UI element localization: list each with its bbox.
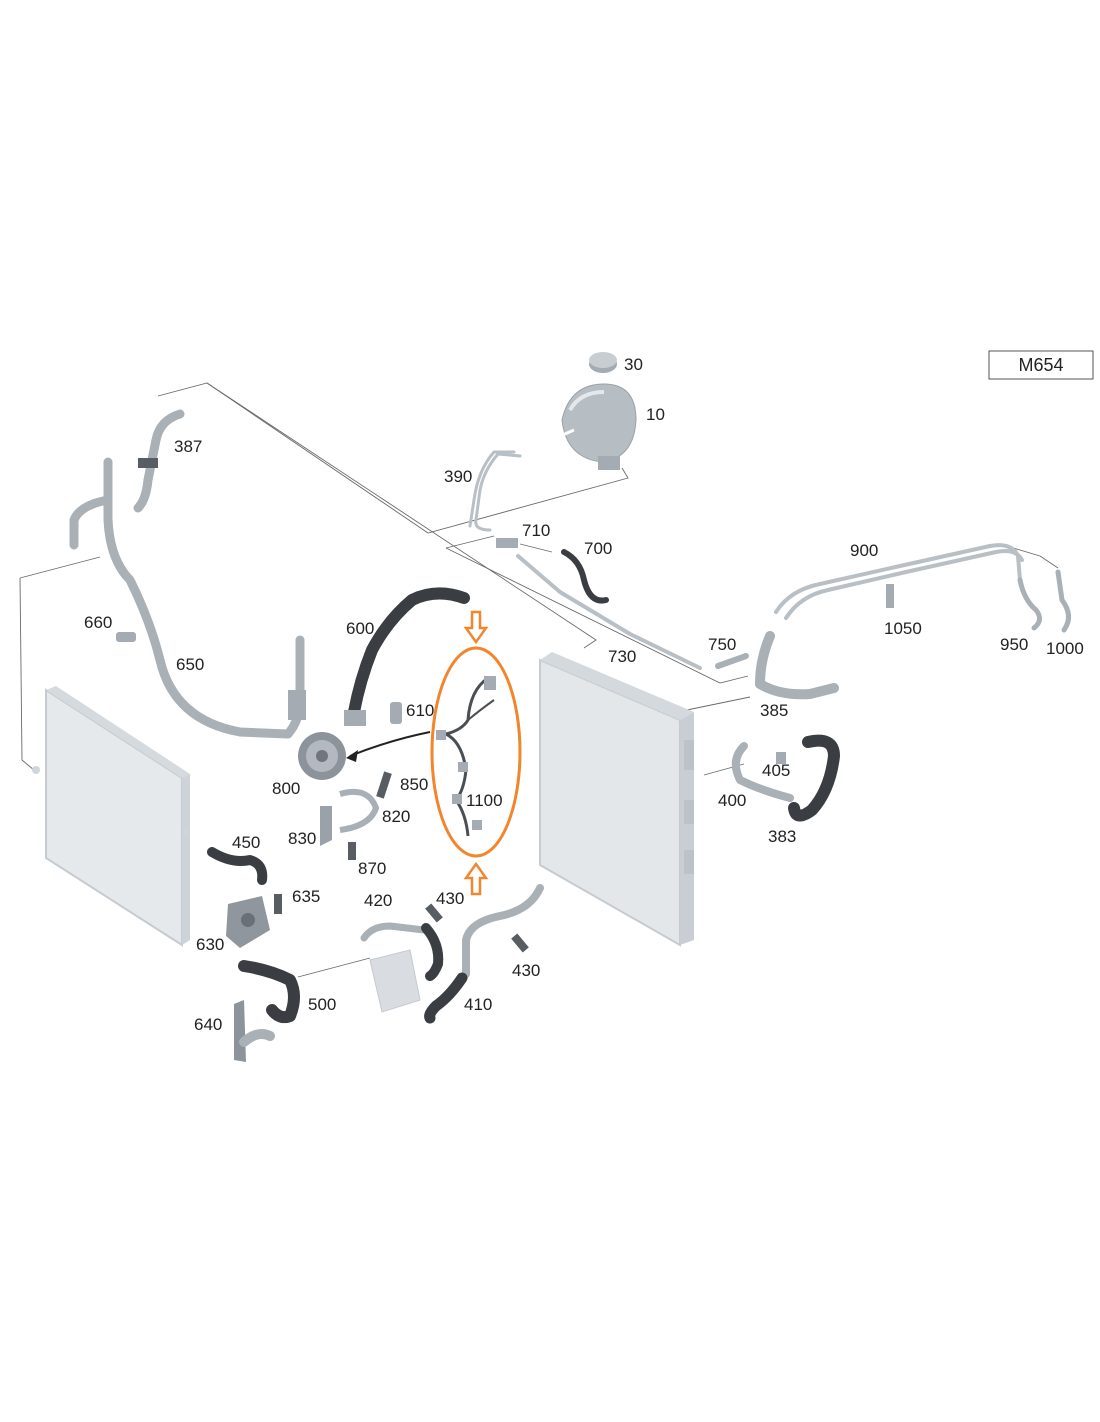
callout-900: 900 (850, 541, 878, 560)
callout-700: 700 (584, 539, 612, 558)
callout-410: 410 (464, 995, 492, 1014)
thermostat-housing-630 (226, 896, 270, 948)
hose-1000 (1055, 569, 1071, 633)
engine-code-box: M654 (988, 350, 1094, 380)
part-610 (390, 702, 402, 724)
part-635 (274, 894, 282, 914)
pump-arrow-head (346, 750, 358, 762)
callout-1000: 1000 (1046, 639, 1084, 658)
callout-1100: 1100 (466, 791, 503, 810)
left-radiator (32, 686, 190, 947)
hose-410 (424, 884, 544, 1024)
callout-1050: 1050 (884, 619, 922, 638)
callout-950: 950 (1000, 635, 1028, 654)
callout-635: 635 (292, 887, 320, 906)
part-660 (116, 632, 136, 642)
callout-labels: 30 10 387 390 710 700 900 660 600 650 10… (84, 355, 1084, 1034)
callout-870: 870 (358, 859, 386, 878)
callout-30: 30 (624, 355, 643, 374)
pump-direction-arrow (349, 731, 431, 757)
pipe-390 (468, 450, 522, 532)
pipe-730 (496, 538, 702, 670)
callout-400: 400 (718, 791, 746, 810)
callout-450: 450 (232, 833, 260, 852)
part-750 (715, 653, 749, 669)
callout-650: 650 (176, 655, 204, 674)
callout-430-lower: 430 (512, 961, 540, 980)
hose-400 (731, 742, 794, 802)
callout-385: 385 (760, 701, 788, 720)
callout-820: 820 (382, 807, 410, 826)
callout-420: 420 (364, 891, 392, 910)
oil-cooler-module (369, 949, 421, 1013)
callout-390: 390 (444, 467, 472, 486)
hose-387 (133, 409, 185, 513)
wiring-harness-1100 (436, 676, 496, 837)
callout-830: 830 (288, 829, 316, 848)
callout-610: 610 (406, 701, 434, 720)
callout-383: 383 (768, 827, 796, 846)
callout-10: 10 (646, 405, 665, 424)
pipe-900 (774, 543, 1024, 620)
part-1050 (886, 584, 894, 608)
small-fasteners (320, 771, 392, 860)
hose-450 (207, 847, 268, 885)
callout-850: 850 (400, 775, 428, 794)
callout-630: 630 (196, 935, 224, 954)
hose-600 (344, 587, 470, 726)
callout-500: 500 (308, 995, 336, 1014)
bolt-430-b (511, 933, 529, 953)
callout-640: 640 (194, 1015, 222, 1034)
bolt-430-a (425, 903, 443, 923)
hose-420 (360, 922, 444, 981)
engine-code-label: M654 (1018, 355, 1063, 375)
hose-383 (788, 734, 840, 822)
callout-800: 800 (272, 779, 300, 798)
highlight-arrow-bottom (463, 861, 489, 896)
callout-430-upper: 430 (436, 889, 464, 908)
callout-750: 750 (708, 635, 736, 654)
hose-950 (1017, 577, 1042, 631)
bracket-640 (234, 1000, 275, 1062)
callout-730: 730 (608, 647, 636, 666)
callout-387: 387 (174, 437, 202, 456)
callout-710: 710 (522, 521, 550, 540)
hose-700 (561, 549, 609, 604)
hose-650 (69, 457, 306, 739)
highlight-arrow-top (463, 610, 489, 645)
right-radiator (539, 652, 694, 947)
water-pump-800 (298, 732, 346, 780)
hose-385 (755, 631, 839, 700)
callout-405: 405 (762, 761, 790, 780)
callout-600: 600 (346, 619, 374, 638)
expansion-tank (523, 352, 637, 470)
hose-500 (238, 960, 300, 1024)
highlight-ellipse (430, 646, 522, 858)
callout-660: 660 (84, 613, 112, 632)
